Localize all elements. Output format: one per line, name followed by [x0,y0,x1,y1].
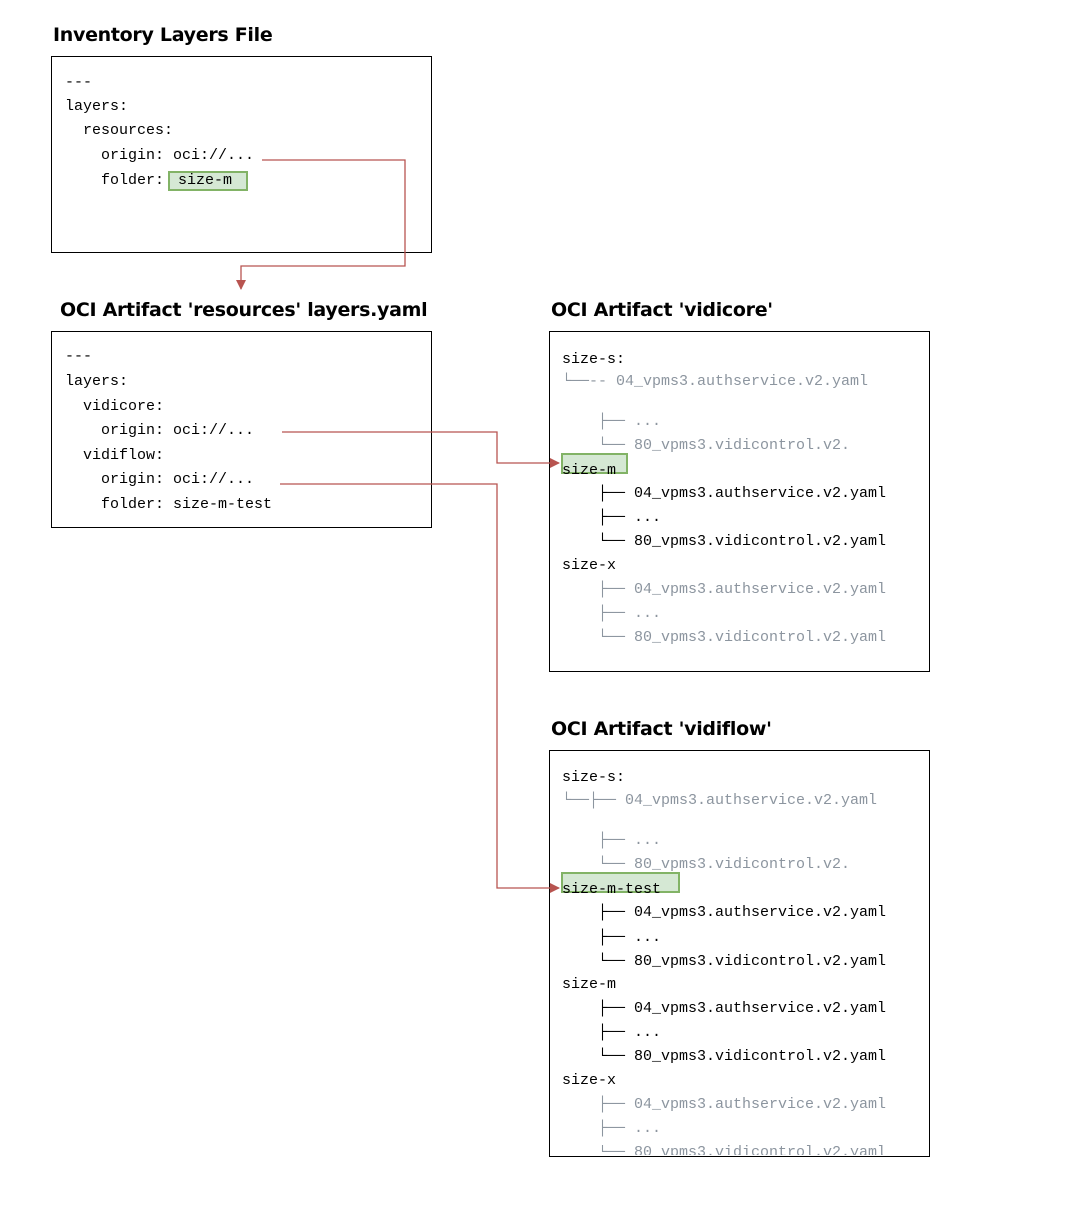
size-m-highlight [561,453,628,474]
tree-line: └── 80_vpms3.vidicontrol.v2.yaml [562,533,887,550]
tree-line: └──├── 04_vpms3.authservice.v2.yaml [562,792,878,809]
tree-line: size-m [562,462,617,479]
tree-line: ├── 04_vpms3.authservice.v2.yaml [562,581,887,598]
tree-line: size-m-test [562,881,662,898]
tree-line: ├── ... [562,1120,662,1137]
code-line: resources: [65,122,174,139]
tree-line: └── 80_vpms3.vidicontrol.v2.yaml [562,1048,887,1065]
tree-line: ├── ... [562,832,662,849]
inventory-title: Inventory Layers File [53,24,273,46]
tree-line: └── 80_vpms3.vidicontrol.v2.yaml [562,629,887,646]
code-line: origin: oci://... [65,147,255,164]
code-line: layers: [65,373,129,390]
vidiflow-box [549,750,930,1157]
vidicore-box [549,331,930,672]
tree-line: ├── ... [562,413,662,430]
tree-line: size-s: [562,351,626,368]
vidiflow-title: OCI Artifact 'vidiflow' [551,718,772,740]
code-line: folder: size-m-test [65,496,273,513]
tree-line: size-s: [562,769,626,786]
tree-line: ├── ... [562,605,662,622]
tree-line: size-m [562,976,617,993]
code-line: origin: oci://... [65,422,255,439]
tree-line: └── 80_vpms3.vidicontrol.v2. [562,437,851,454]
connector-folder-to-resources [236,159,406,290]
inventory-box [51,56,432,253]
folder-value: size-m [178,172,233,189]
tree-line: └── 80_vpms3.vidicontrol.v2.yaml [562,953,887,970]
tree-line: └── 80_vpms3.vidicontrol.v2.yaml [562,1145,887,1155]
resources-title: OCI Artifact 'resources' layers.yaml [60,299,428,321]
connector-vidiflow-origin [280,483,560,893]
vidicore-title: OCI Artifact 'vidicore' [551,299,773,321]
tree-line: ├── 04_vpms3.authservice.v2.yaml [562,1000,887,1017]
code-line: vidiflow: [65,447,165,464]
tree-line: └── 80_vpms3.vidicontrol.v2. [562,856,851,873]
tree-line: ├── 04_vpms3.authservice.v2.yaml [562,904,887,921]
code-line: --- [65,74,93,91]
code-line: origin: oci://... [65,471,255,488]
connector-vidicore-origin [282,431,560,468]
code-line: layers: [65,98,129,115]
tree-line: ├── 04_vpms3.authservice.v2.yaml [562,485,887,502]
tree-line: ├── 04_vpms3.authservice.v2.yaml [562,1096,887,1113]
tree-line: size-x [562,557,617,574]
code-line: --- [65,348,93,365]
tree-line: ├── ... [562,1024,662,1041]
code-line: vidicore: [65,398,165,415]
tree-line: ├── ... [562,929,662,946]
tree-line: size-x [562,1072,617,1089]
resources-box [51,331,432,528]
size-m-test-highlight [561,872,680,893]
tree-line: └──-- 04_vpms3.authservice.v2.yaml [562,373,869,390]
code-line: folder: [65,172,174,189]
folder-value-highlight [168,171,248,191]
tree-line: ├── ... [562,509,662,526]
